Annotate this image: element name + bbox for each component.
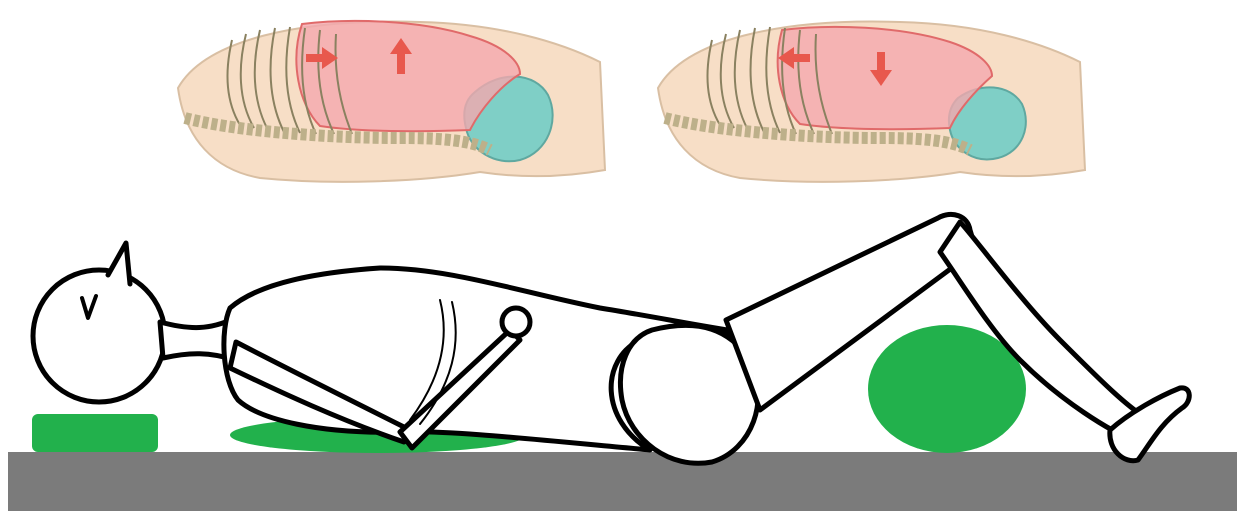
hand	[502, 308, 530, 336]
head	[33, 270, 165, 402]
knee-ball	[868, 325, 1026, 453]
floor-mat	[8, 452, 1237, 511]
torso-anatomy-panel-left	[178, 21, 605, 182]
lying-figure	[33, 214, 1189, 463]
torso-anatomy-panel-right	[658, 22, 1085, 182]
head-pad	[32, 414, 158, 452]
